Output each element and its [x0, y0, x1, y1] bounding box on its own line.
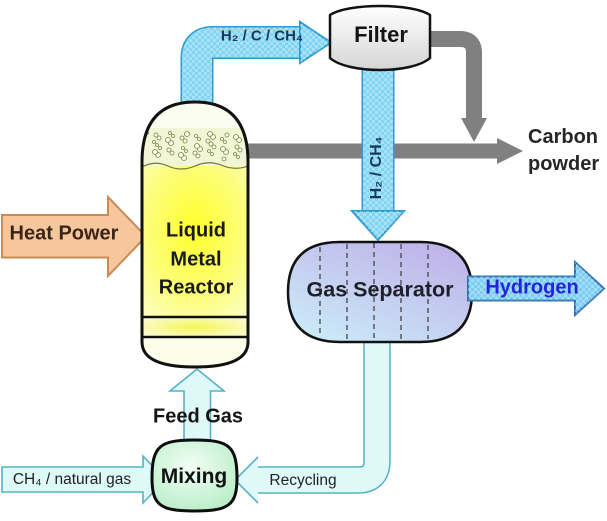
- ch4-inlet-arrow: [1, 453, 167, 506]
- heat-power-arrow: [1, 194, 148, 279]
- hydrogen-arrow: [467, 259, 606, 318]
- feed-gas-arrow: [167, 367, 227, 446]
- filter-to-separator-pipe: [349, 70, 407, 242]
- filter-to-carbon-pipe: [429, 31, 487, 142]
- reactor-bubbles: [145, 131, 243, 162]
- reactor-to-filter-pipe: [180, 20, 333, 110]
- liquid-metal-reactor-vessel: [140, 100, 250, 369]
- separator-tray-lines: [319, 243, 429, 341]
- mixing-vessel: [150, 438, 239, 513]
- recycling-pipe: [233, 336, 391, 504]
- gas-separator-vessel: [286, 240, 474, 344]
- filter-vessel: [328, 4, 432, 72]
